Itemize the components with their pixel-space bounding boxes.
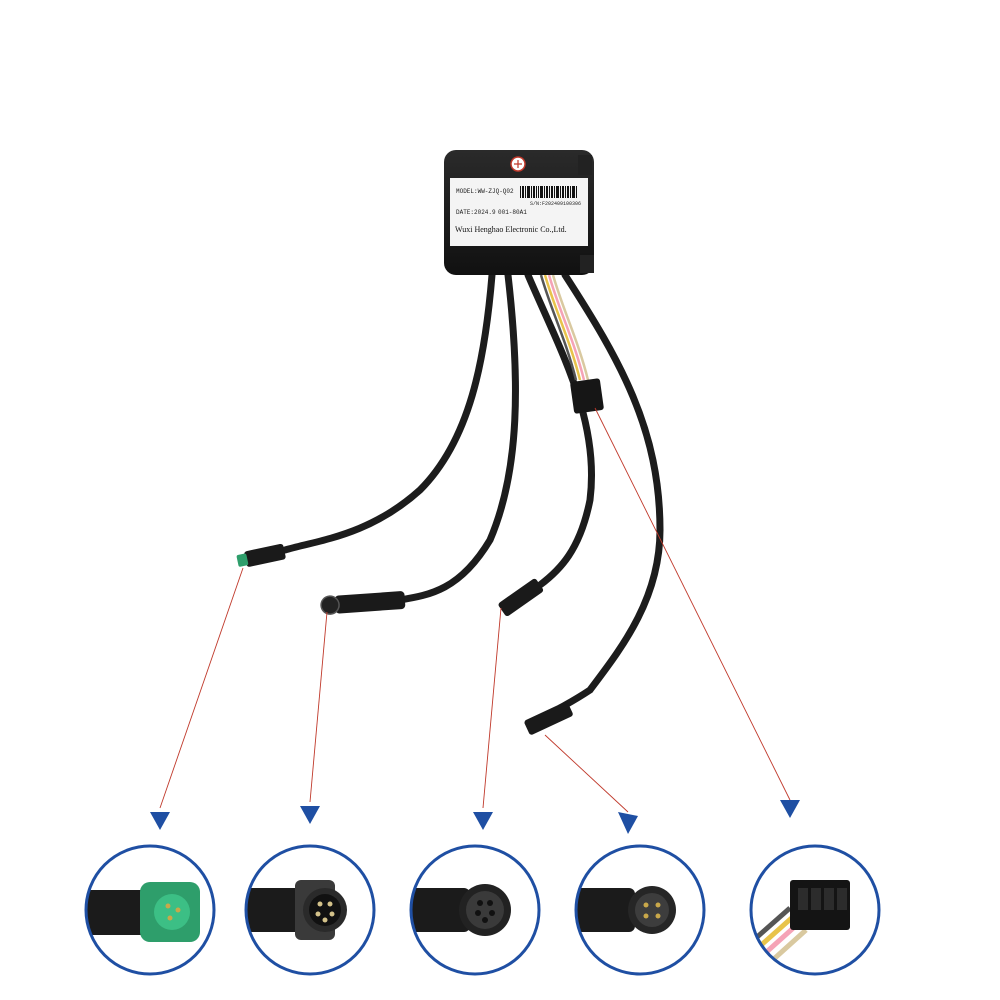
barcode <box>520 186 577 198</box>
controller-box: MODEL:WW-ZJQ-Q02 S/N:F202409100306 DATE:… <box>444 150 594 275</box>
cable-1 <box>281 271 496 554</box>
arrowheads <box>150 800 800 834</box>
connector-end-2 <box>320 591 406 615</box>
detail-circles <box>84 844 881 976</box>
arrow-down-icon <box>473 812 493 830</box>
label-model: MODEL:WW-ZJQ-Q02 <box>456 188 514 195</box>
arrow-down-icon <box>618 812 638 834</box>
label-code: 001-80A1 <box>498 209 527 216</box>
connector-end-3 <box>498 578 544 616</box>
connector-end-1 <box>236 543 286 567</box>
connector-ends <box>236 543 573 735</box>
detail-circle-green-connector <box>84 844 216 976</box>
cable-group <box>281 271 664 712</box>
leader-lines <box>159 407 791 813</box>
detail-circle-jst-connector <box>749 844 881 976</box>
label-serial: S/N:F202409100306 <box>530 201 581 207</box>
detail-circle-metal-connector <box>244 844 376 976</box>
cable-4 <box>556 271 664 712</box>
detail-circle-female-connector <box>409 844 541 976</box>
detail-circle-male-connector <box>574 844 706 976</box>
arrow-down-icon <box>780 800 800 818</box>
label-date: DATE:2024.9 <box>456 209 496 216</box>
arrow-down-icon <box>150 812 170 830</box>
jst-connector <box>570 378 604 414</box>
cable-3 <box>524 271 596 589</box>
label-manufacturer: Wuxi Henghao Electronic Co.,Ltd. <box>455 225 567 234</box>
cable-2 <box>396 271 519 604</box>
wire-bundle <box>539 274 590 381</box>
arrow-down-icon <box>300 806 320 824</box>
connector-end-4 <box>524 701 573 735</box>
